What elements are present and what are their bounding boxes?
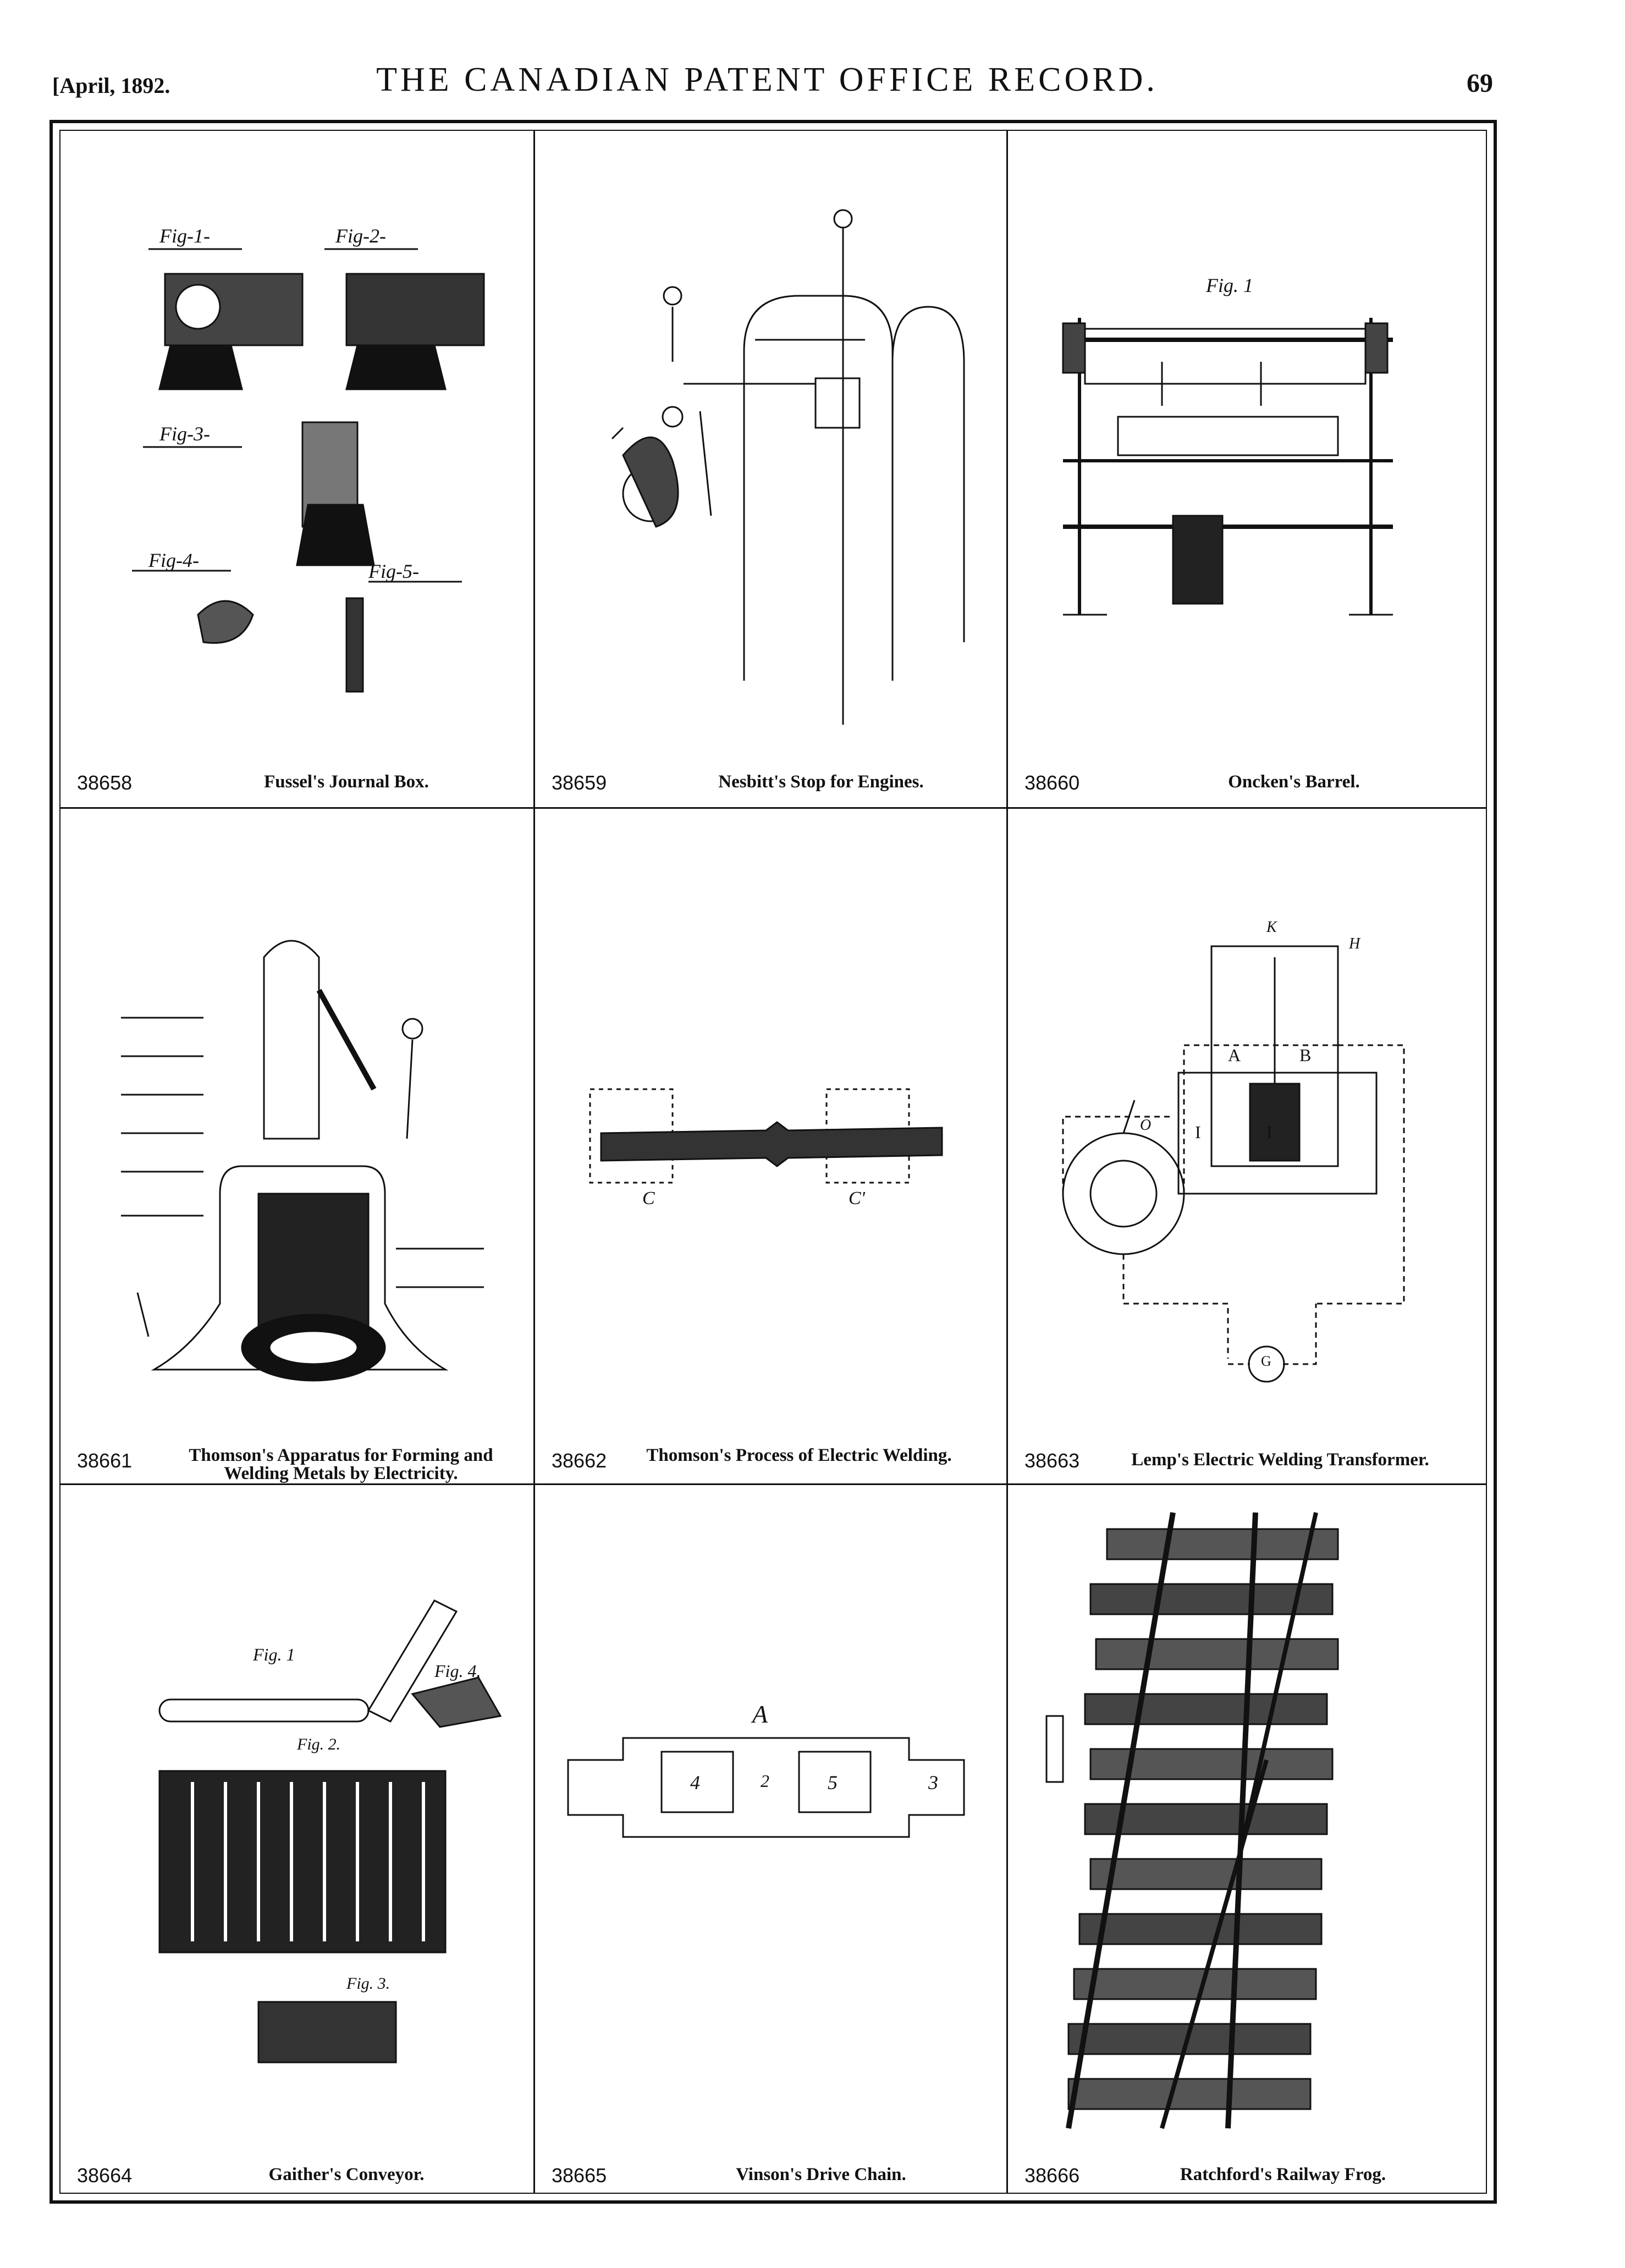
patent-title: Gaither's Conveyor. (268, 2165, 425, 2184)
drive-chain-drawing (567, 1737, 965, 1838)
patent-cell-38658: Fig-1- Fig-2- Fig-3- Fig-4- Fig-5- 38658… (60, 131, 533, 807)
figure-label: O (1140, 1117, 1152, 1134)
welding-apparatus-drawing (121, 940, 484, 1382)
page-number: 69 (1467, 69, 1493, 98)
figure-label: H (1349, 935, 1360, 952)
figure-label: K (1266, 919, 1277, 936)
patent-grid: Fig-1- Fig-2- Fig-3- Fig-4- Fig-5- 38658… (59, 130, 1487, 2194)
figure-label: I (1195, 1122, 1201, 1142)
figure-label: Fig-1- (159, 225, 210, 247)
figure-label: A (1228, 1045, 1241, 1065)
figure-label: C' (849, 1188, 865, 1209)
patent-number: 38659 (552, 771, 607, 794)
conveyor-drawing (158, 1599, 502, 2063)
figure-label: 3 (928, 1772, 938, 1794)
figure-label: 5 (828, 1772, 838, 1794)
patent-number: 38658 (77, 771, 133, 794)
patent-cell-38665: A 4 2 5 3 38665 Vinson's Drive Chain. (535, 1485, 1006, 2197)
figure-label: Fig. 4. (434, 1661, 481, 1681)
patent-number: 38665 (552, 2164, 607, 2187)
figure-label: Fig-5- (368, 560, 419, 582)
patent-cell-38663: K H A B I I O G 38663 Lemp's Electric We… (1008, 809, 1479, 1483)
patent-number: 38666 (1024, 2164, 1080, 2187)
figure-label: 4 (690, 1772, 700, 1794)
patent-grid-frame: Fig-1- Fig-2- Fig-3- Fig-4- Fig-5- 38658… (49, 120, 1497, 2204)
patent-title: Fussel's Journal Box. (264, 772, 429, 792)
patent-cell-38659: 38659 Nesbitt's Stop for Engines. (535, 131, 1006, 807)
grid-divider (60, 1483, 1486, 1485)
patent-title: Oncken's Barrel. (1228, 772, 1360, 792)
patent-title: Thomson's Process of Electric Welding. (646, 1445, 952, 1465)
issue-date: [April, 1892. (52, 73, 170, 98)
figure-label: Fig-3- (159, 423, 210, 445)
patent-cell-38662: C C' 38662 Thomson's Process of Electric… (535, 809, 1006, 1483)
patent-number: 38664 (77, 2164, 133, 2187)
patent-title: Vinson's Drive Chain. (736, 2165, 906, 2184)
grid-divider (60, 807, 1486, 809)
figure-label: C (642, 1188, 655, 1209)
page-header: [April, 1892. THE CANADIAN PATENT OFFICE… (52, 60, 1493, 110)
patent-title: Thomson's Apparatus for Forming and Weld… (189, 1445, 493, 1483)
figure-label: I (1266, 1122, 1273, 1142)
patent-number: 38661 (77, 1449, 133, 1472)
patent-cell-38664: Fig. 1 Fig. 4. Fig. 2. Fig. 3. 38664 Gai… (60, 1485, 533, 2197)
figure-label: G (1261, 1353, 1271, 1369)
patent-number: 38660 (1024, 771, 1080, 794)
grid-divider (533, 131, 535, 2193)
engine-stop-drawing (611, 209, 965, 725)
patent-title: Ratchford's Railway Frog. (1180, 2165, 1386, 2184)
figure-label: B (1299, 1045, 1312, 1065)
railway-frog-drawing (1045, 1512, 1339, 2129)
figure-label: A (752, 1700, 768, 1728)
figure-label: 2 (761, 1771, 769, 1791)
figure-label: Fig. 2. (297, 1735, 341, 1753)
figure-label: Fig. 3. (346, 1974, 390, 1993)
patent-cell-38660: Fig. 1 38660 Oncken's Barrel. (1008, 131, 1479, 807)
journal-box-drawing (132, 248, 485, 693)
patent-title: Lemp's Electric Welding Transformer. (1131, 1450, 1429, 1470)
transformer-drawing (1062, 945, 1405, 1383)
grid-divider (1006, 131, 1008, 2193)
patent-cell-38661: 38661 Thomson's Apparatus for Forming an… (60, 809, 533, 1483)
figure-label: Fig. 1 (253, 1645, 295, 1664)
figure-label: Fig-2- (335, 225, 386, 247)
figure-label: Fig-4- (148, 549, 199, 571)
welding-process-drawing (589, 1088, 943, 1184)
barrel-machine-drawing (1062, 318, 1393, 616)
patent-cell-38666: 38666 Ratchford's Railway Frog. (1008, 1485, 1479, 2197)
figure-label: Fig. 1 (1206, 274, 1253, 296)
patent-title: Nesbitt's Stop for Engines. (718, 772, 924, 792)
publication-title: THE CANADIAN PATENT OFFICE RECORD. (376, 61, 1158, 98)
patent-number: 38662 (552, 1449, 607, 1472)
patent-number: 38663 (1024, 1449, 1080, 1472)
